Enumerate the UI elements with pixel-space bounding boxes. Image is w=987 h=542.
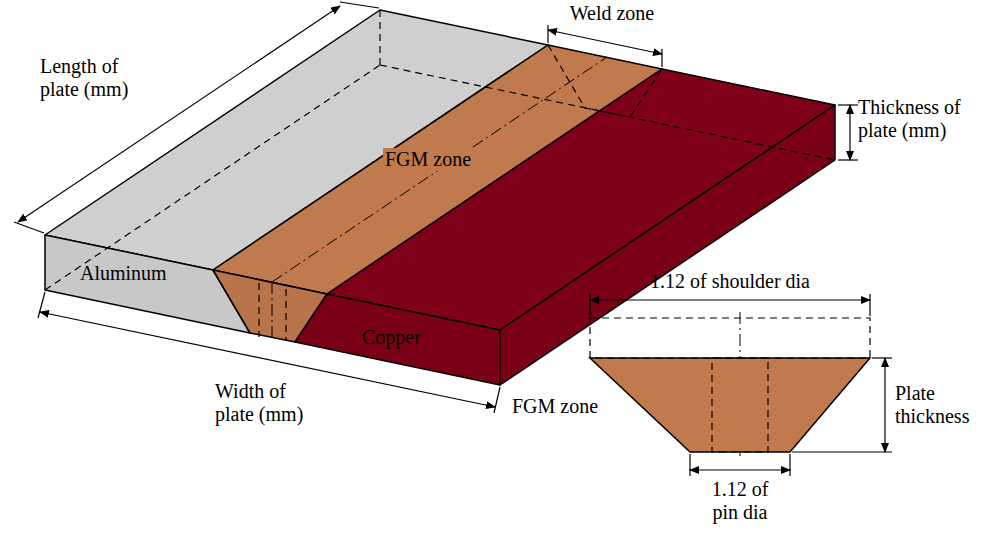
material-label: Aluminum [80,262,167,285]
dimension-label: Length of plate (mm) [40,55,160,101]
zone-label: FGM zone [383,148,473,171]
dimension-label: Thickness of plate (mm) [858,96,982,142]
zone-label: Weld zone [562,2,662,25]
fgm-section [590,358,870,452]
dimension-label: Plate thickness [895,382,983,428]
section-dimensions [590,294,892,476]
copper-side [500,105,835,385]
dimension-lines [14,2,858,413]
tool-outline [590,318,870,452]
material-label: Copper [362,326,421,349]
dimension-label: Width of plate (mm) [215,380,325,426]
dimension-label: 1.12 of shoulder dia [630,270,830,293]
aluminum-front [45,235,250,333]
zone-label: FGM zone [512,395,598,418]
dimension-label: 1.12 of pin dia [700,478,780,524]
hidden-edges [45,10,835,340]
